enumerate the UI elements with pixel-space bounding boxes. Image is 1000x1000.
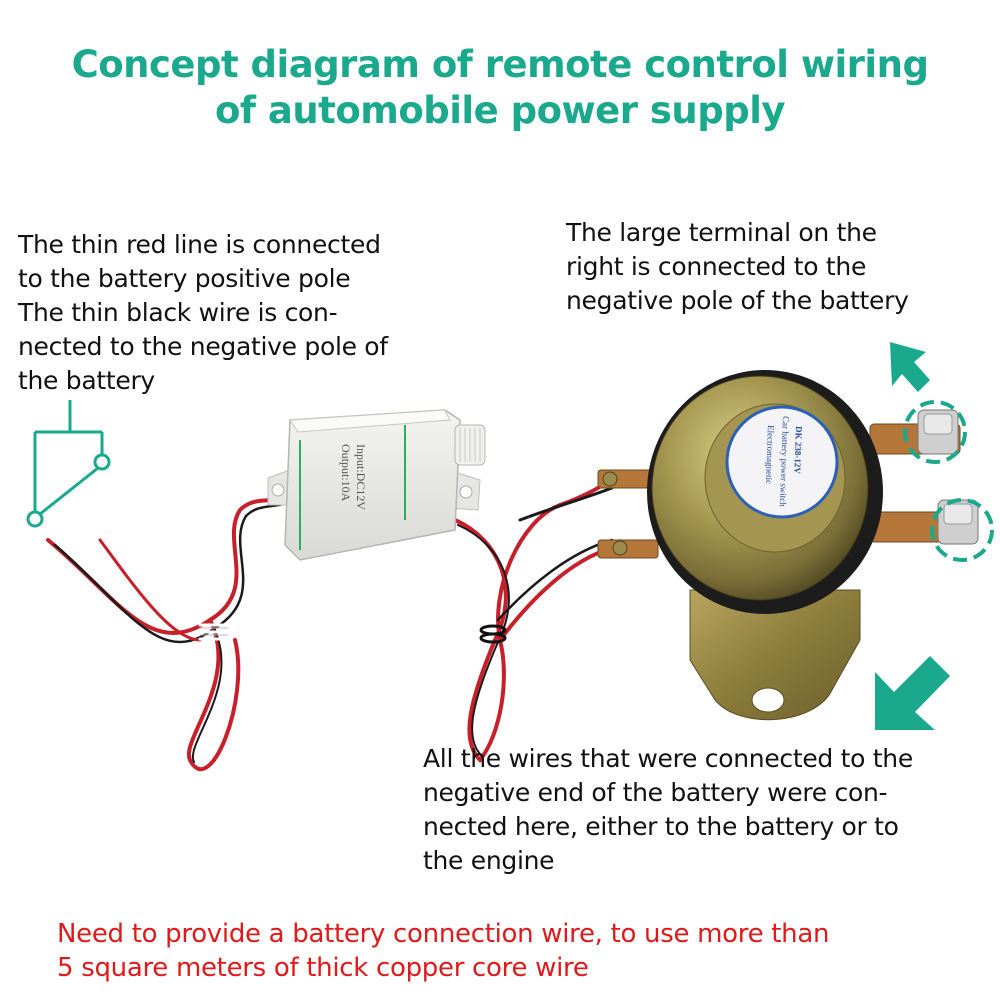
bottom-annotation-line: All the wires that were connected to the	[423, 744, 913, 773]
right-annotation-line: The large terminal on the	[566, 218, 877, 247]
right-annotation-line: right is connected to the	[566, 252, 867, 281]
receiver-module: Input:DC12V Output:10A	[267, 409, 486, 561]
bottom-annotation-line: nected here, either to the battery or to	[423, 812, 899, 841]
left-annotation: The thin red line is connected to the ba…	[18, 228, 388, 398]
left-annotation-line: The thin black wire is con-	[18, 298, 338, 327]
left-annotation-line: The thin red line is connected	[18, 230, 381, 259]
page-title: Concept diagram of remote control wiring…	[0, 42, 1000, 134]
title-line-1: Concept diagram of remote control wiring	[71, 43, 929, 86]
small-terminal-bottom	[597, 539, 659, 559]
right-annotation: The large terminal on the right is conne…	[566, 216, 909, 318]
left-annotation-line: to the battery positive pole	[18, 264, 351, 293]
switch-schematic	[26, 400, 111, 528]
solenoid-label-line2: Car battery power switch	[778, 416, 791, 508]
solenoid-label-line3: DK 238-12V	[792, 426, 804, 475]
arrow-up-left-icon	[890, 342, 930, 392]
bottom-annotation: All the wires that were connected to the…	[423, 742, 913, 878]
warning-line: 5 square meters of thick copper core wir…	[57, 953, 589, 983]
warning-line: Need to provide a battery connection wir…	[57, 919, 830, 949]
bolt-top	[917, 409, 959, 455]
highlight-circle-top	[903, 400, 967, 464]
right-annotation-line: negative pole of the battery	[566, 286, 909, 315]
solenoid-label: Electromagnetic Car battery power switch…	[764, 416, 804, 508]
wire-harness-left	[46, 493, 294, 771]
bolt-bottom	[937, 499, 979, 545]
bottom-annotation-line: the engine	[423, 846, 555, 875]
receiver-label-output: Output:10A	[339, 444, 353, 502]
highlight-circle-bottom	[930, 498, 994, 562]
bottom-annotation-line: negative end of the battery were con-	[423, 778, 888, 807]
mounting-bracket	[689, 589, 861, 721]
warning-note: Need to provide a battery connection wir…	[57, 917, 829, 985]
receiver-label-input: Input:DC12V	[354, 444, 368, 510]
solenoid-label-line1: Electromagnetic	[764, 425, 776, 484]
title-line-2: of automobile power supply	[214, 89, 786, 132]
arrow-down-left-icon	[875, 656, 950, 730]
left-annotation-line: nected to the negative pole of	[18, 332, 388, 361]
wire-harness-right	[453, 478, 614, 763]
battery-switch-solenoid: Electromagnetic Car battery power switch…	[597, 370, 994, 721]
left-annotation-line: the battery	[18, 366, 155, 395]
